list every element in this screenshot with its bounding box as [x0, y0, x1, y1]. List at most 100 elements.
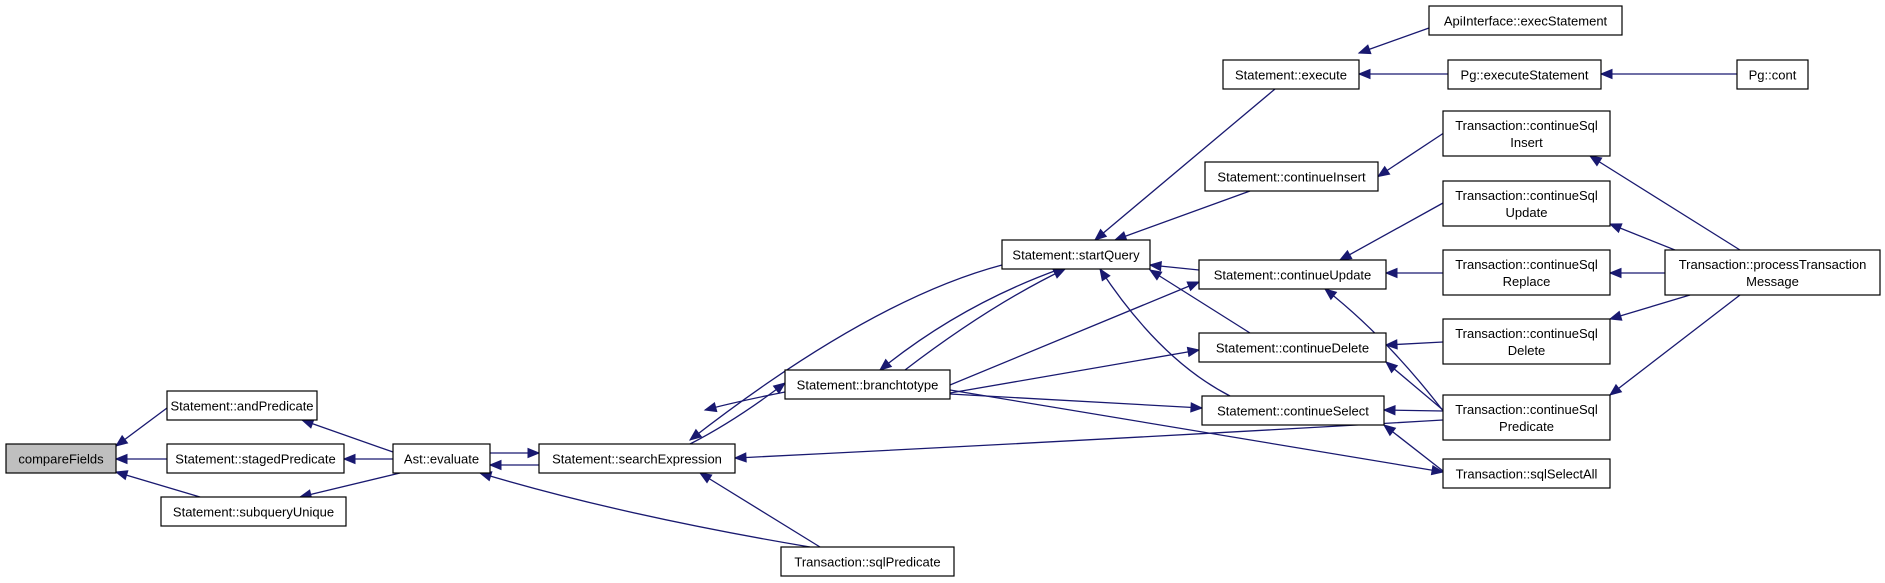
node-label: Statement::subqueryUnique — [173, 505, 334, 520]
edge-tcsPredicate-to-searchExpression — [733, 419, 1444, 463]
node-searchExpression[interactable]: Statement::searchExpression — [538, 443, 736, 474]
node-box — [1198, 259, 1387, 290]
arrowhead-icon — [1190, 402, 1204, 413]
edge-sqlPredicate-to-searchExpression — [698, 472, 821, 548]
node-compareFields[interactable]: compareFields — [5, 443, 117, 474]
node-execStatement[interactable]: ApiInterface::execStatement — [1428, 5, 1623, 36]
arrowhead-icon — [1186, 281, 1201, 292]
edge-tcsReplace-to-continueUpdate — [1384, 267, 1443, 279]
edge-line — [949, 281, 1200, 386]
node-box — [538, 443, 736, 474]
node-box — [1442, 249, 1611, 296]
node-box — [5, 443, 117, 474]
arrowhead-icon — [1384, 361, 1399, 374]
node-box — [1442, 110, 1611, 157]
node-box — [1428, 5, 1623, 36]
arrowhead-icon — [1382, 424, 1397, 437]
arrowhead-icon — [1148, 269, 1163, 281]
arrowhead-icon — [1323, 288, 1338, 301]
edge-branchtotype-to-startQuery — [904, 268, 1067, 371]
node-label: Statement::execute — [1235, 68, 1347, 83]
node-label: Statement::searchExpression — [552, 452, 722, 467]
node-label: Message — [1746, 274, 1799, 289]
edge-line — [904, 268, 1066, 371]
arrowhead-icon — [1148, 260, 1162, 272]
node-box — [780, 546, 955, 577]
node-executeStatement[interactable]: Pg::executeStatement — [1447, 59, 1602, 90]
node-startQuery[interactable]: Statement::startQuery — [1001, 239, 1151, 270]
node-label: Statement::stagedPredicate — [175, 452, 335, 467]
arrowhead-icon — [1357, 44, 1372, 55]
arrowhead-icon — [733, 452, 747, 463]
node-label: Transaction::continueSql — [1455, 188, 1598, 203]
node-label: Transaction::sqlPredicate — [794, 555, 940, 570]
node-continueDelete[interactable]: Statement::continueDelete — [1198, 332, 1387, 363]
node-continueUpdate[interactable]: Statement::continueUpdate — [1198, 259, 1387, 290]
node-cont[interactable]: Pg::cont — [1736, 59, 1809, 90]
node-box — [1198, 332, 1387, 363]
node-label: Transaction::continueSql — [1455, 326, 1598, 341]
edge-line — [115, 471, 201, 498]
arrowhead-icon — [688, 428, 703, 441]
edge-branchtotype-to-searchExpression — [703, 391, 786, 413]
node-box — [166, 443, 345, 474]
edge-cont-to-executeStatement — [1599, 68, 1737, 80]
edge-line — [1099, 268, 1231, 397]
arrowhead-icon — [1384, 267, 1398, 279]
nodes-layer: compareFieldsStatement::andPredicateStat… — [5, 5, 1881, 577]
edge-continueDelete-to-startQuery — [1148, 269, 1251, 334]
node-stagedPredicate[interactable]: Statement::stagedPredicate — [166, 443, 345, 474]
arrowhead-icon — [114, 434, 129, 447]
arrowhead-icon — [1093, 228, 1108, 241]
edge-tcsPredicate-to-continueUpdate — [1323, 288, 1451, 421]
node-label: Statement::continueSelect — [1217, 404, 1369, 419]
arrowhead-icon — [698, 472, 713, 484]
edge-line — [1385, 361, 1444, 411]
node-sqlSelectAll[interactable]: Transaction::sqlSelectAll — [1442, 458, 1611, 489]
edge-line — [301, 419, 394, 453]
node-continueSelect[interactable]: Statement::continueSelect — [1201, 395, 1385, 426]
edge-branchtotype-to-sqlSelectAll — [949, 389, 1445, 476]
node-label: Replace — [1503, 274, 1551, 289]
arrowhead-icon — [1382, 404, 1396, 416]
arrowhead-icon — [703, 401, 718, 413]
node-label: Delete — [1508, 343, 1546, 358]
edge-line — [1149, 269, 1251, 334]
node-box — [1442, 180, 1611, 227]
node-evaluate[interactable]: Ast::evaluate — [392, 443, 491, 474]
node-label: Ast::evaluate — [404, 452, 479, 467]
edge-line — [949, 389, 1444, 473]
edge-processTransactionMessage-to-tcsDelete — [1608, 294, 1691, 321]
arrowhead-icon — [1384, 339, 1398, 350]
arrowhead-icon — [300, 418, 315, 429]
arrowhead-icon — [1608, 223, 1623, 234]
node-box — [1442, 394, 1611, 441]
node-andPredicate[interactable]: Statement::andPredicate — [166, 390, 318, 421]
node-label: Predicate — [1499, 419, 1554, 434]
node-label: Statement::continueUpdate — [1214, 268, 1372, 283]
node-branchtotype[interactable]: Statement::branchtotype — [784, 369, 951, 400]
node-label: Transaction::processTransaction — [1679, 257, 1867, 272]
node-continueInsert[interactable]: Statement::continueInsert — [1204, 161, 1379, 192]
edge-continueInsert-to-startQuery — [1113, 190, 1251, 242]
node-label: Transaction::continueSql — [1455, 118, 1598, 133]
node-sqlPredicate[interactable]: Transaction::sqlPredicate — [780, 546, 955, 577]
edge-line — [1094, 88, 1276, 241]
edge-execute-to-startQuery — [1093, 88, 1276, 241]
edge-line — [1358, 27, 1430, 54]
node-box — [1201, 395, 1385, 426]
arrowhead-icon — [1588, 155, 1603, 167]
node-execute[interactable]: Statement::execute — [1222, 59, 1360, 90]
node-label: Transaction::continueSql — [1455, 257, 1598, 272]
node-subqueryUnique[interactable]: Statement::subqueryUnique — [160, 496, 347, 527]
node-box — [160, 496, 347, 527]
edge-tcsPredicate-to-continueDelete — [1384, 361, 1444, 411]
arrowhead-icon — [1186, 346, 1201, 358]
edge-processTransactionMessage-to-tcsPredicate — [1608, 294, 1741, 396]
